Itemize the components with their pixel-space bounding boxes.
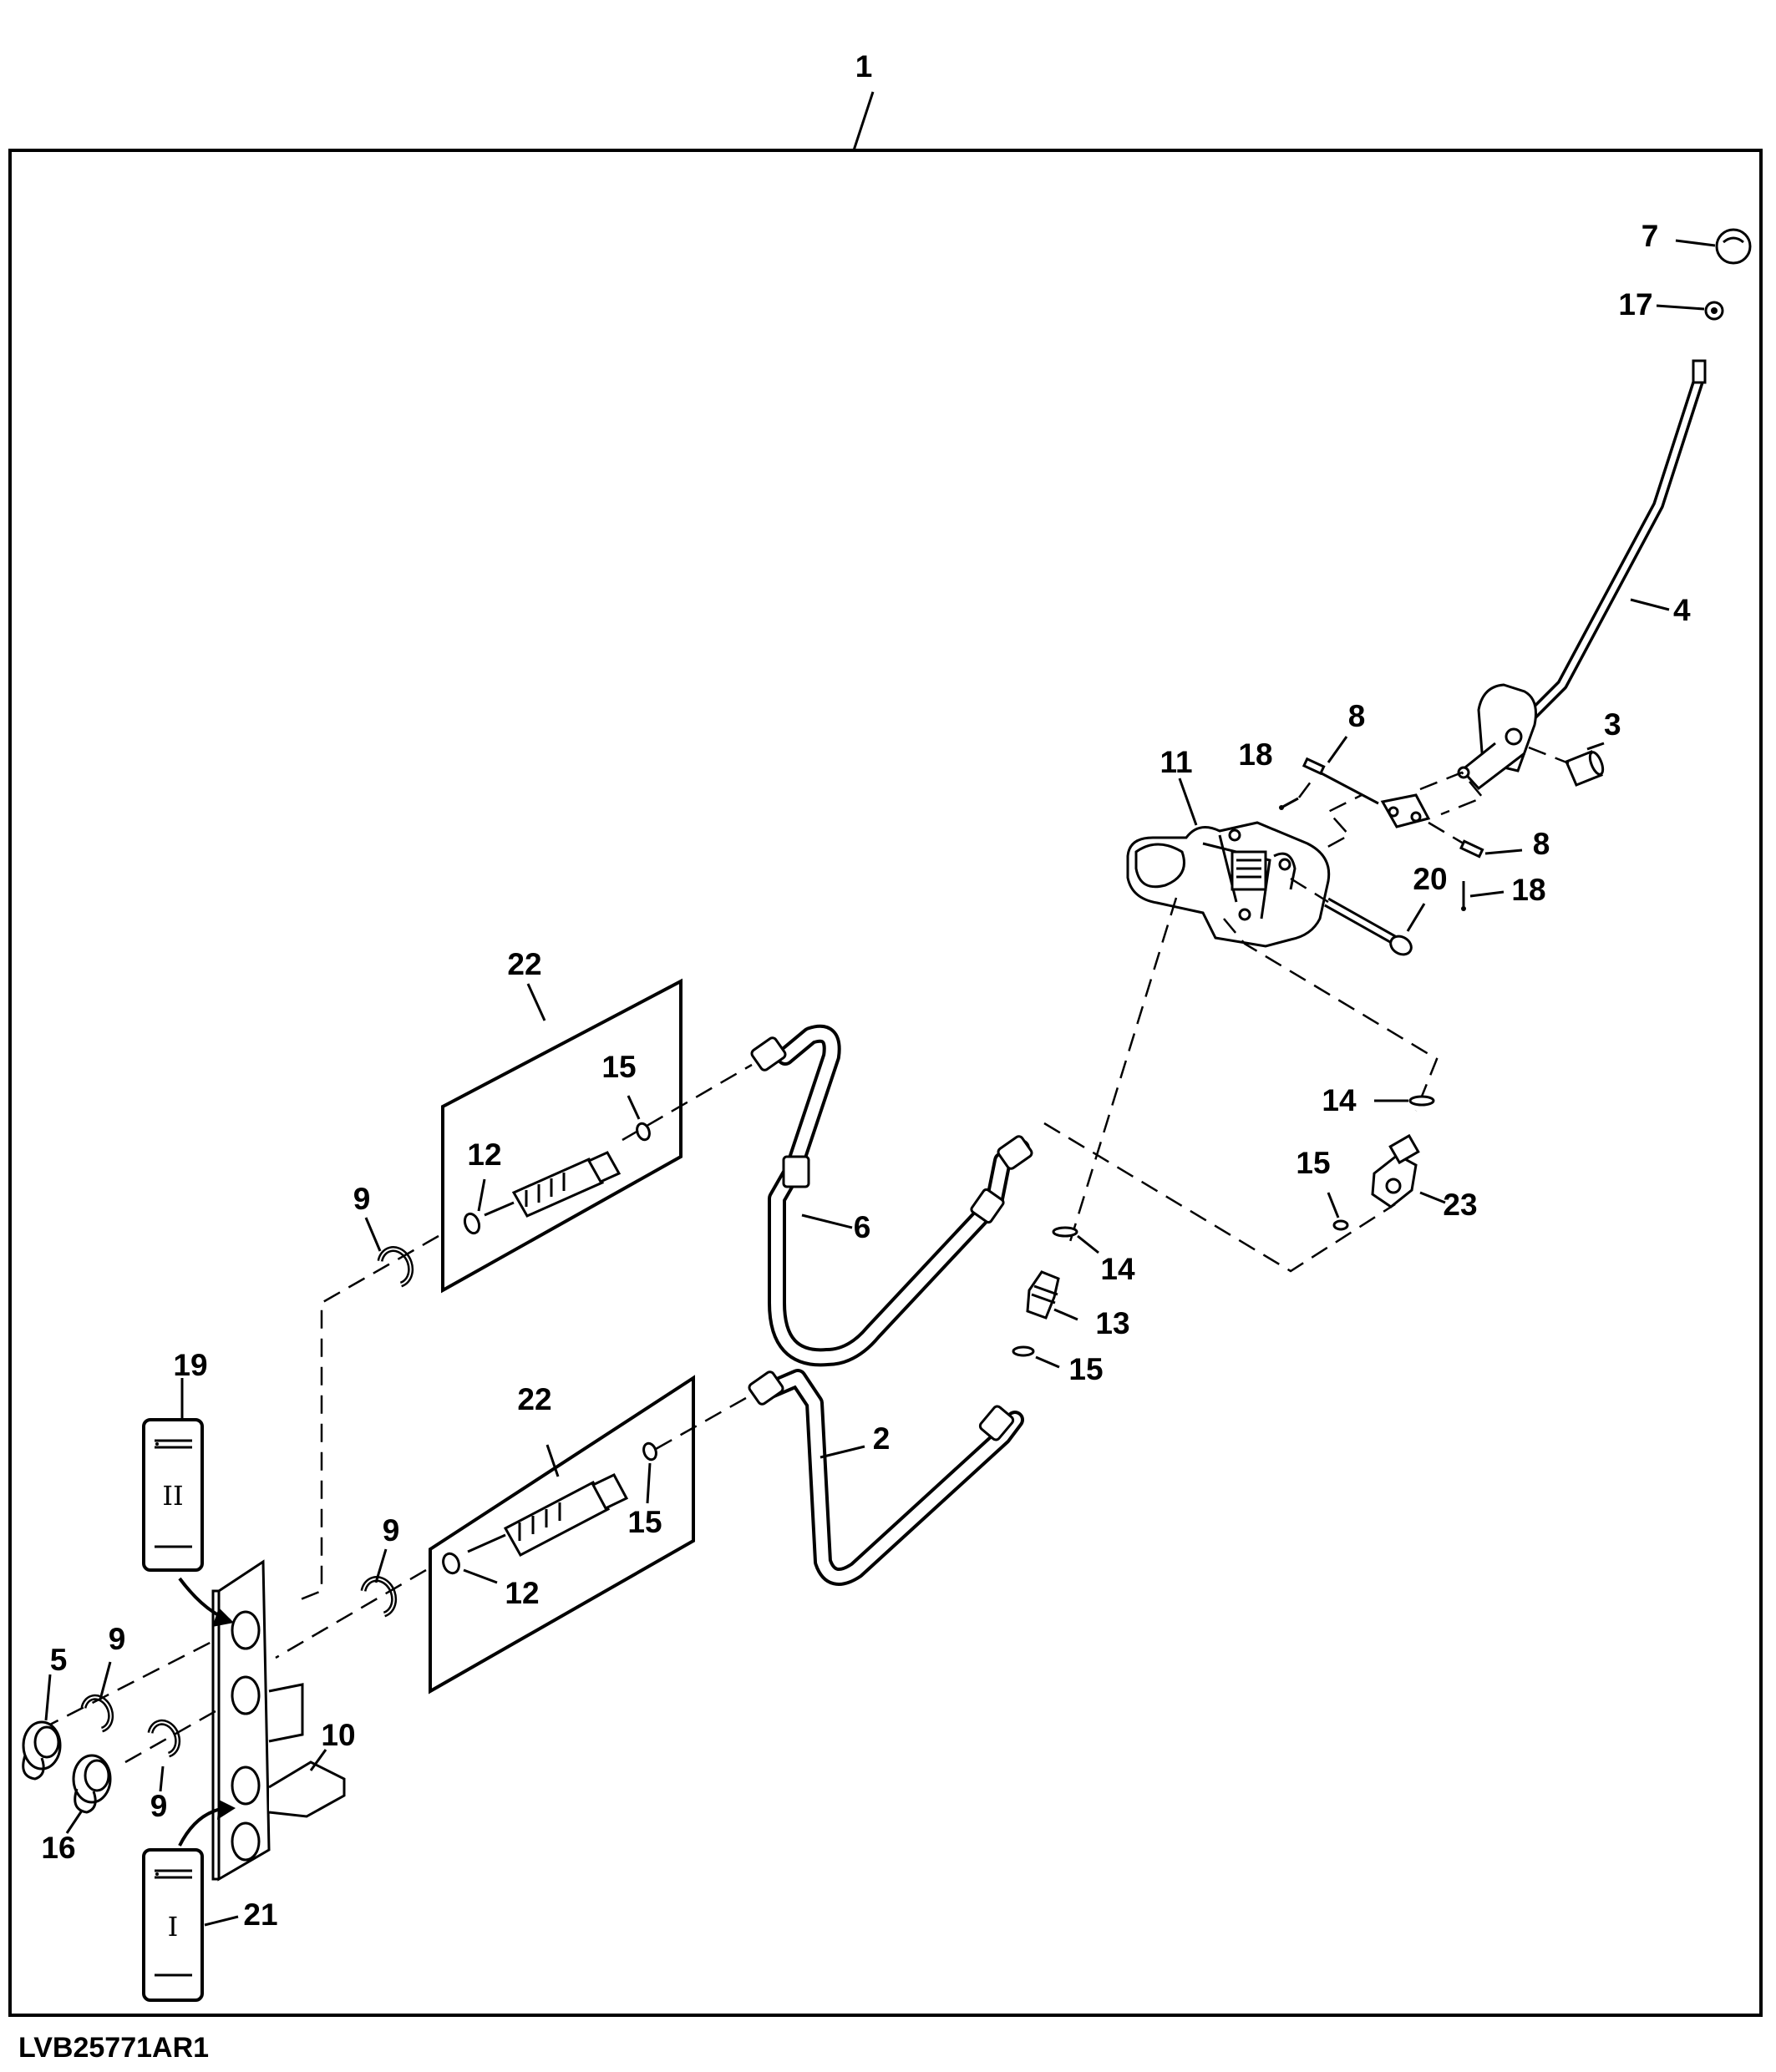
decal-19-text: II [162, 1480, 183, 1512]
callout-14-center: 14 [1100, 1252, 1135, 1286]
seal-part-12-upper [463, 1212, 481, 1235]
snap-ring-part-9-middle [360, 1576, 398, 1618]
callout-18-upper: 18 [1238, 737, 1272, 772]
dust-cap-part-16 [72, 1754, 112, 1814]
pin-part-8-upper [1302, 757, 1379, 805]
callout-13: 13 [1095, 1306, 1129, 1340]
elbow-fitting-part-23 [1371, 1133, 1420, 1208]
assembly-frame [8, 149, 1763, 2017]
cotter-pin-part-18-lower [1461, 881, 1466, 911]
decal-part-21: I [142, 1848, 204, 2002]
callout-4: 4 [1673, 593, 1691, 627]
quick-coupler-upper [484, 1151, 622, 1218]
callout-17: 17 [1618, 287, 1652, 322]
callout-9-lower: 9 [150, 1789, 168, 1823]
figure-code: LVB25771AR1 [18, 2032, 209, 2064]
seal-part-12-lower [442, 1552, 460, 1575]
nut-part-17 [1704, 301, 1724, 321]
callout-15-center: 15 [1068, 1352, 1103, 1386]
seal-part-14-right [1408, 1095, 1435, 1107]
callout-9-upper: 9 [353, 1182, 371, 1216]
snap-ring-part-9-lower [147, 1719, 181, 1758]
callout-21: 21 [243, 1897, 277, 1932]
decal-21-text: I [168, 1911, 179, 1943]
kit-box-22-lower [429, 1375, 695, 1695]
hose-part-6 [750, 1024, 1033, 1367]
lever-bracket [1457, 683, 1537, 791]
callout-8-lower: 8 [1533, 827, 1550, 861]
kit-box-22-upper [441, 978, 682, 1294]
callout-1: 1 [855, 49, 873, 84]
lever-rod-part-4 [1515, 359, 1707, 732]
callout-18-lower: 18 [1511, 873, 1545, 907]
adapter-part-13 [1026, 1270, 1060, 1320]
dust-cap-part-5 [22, 1720, 62, 1781]
seal-part-14-center [1052, 1226, 1078, 1238]
seal-part-15-center [1012, 1345, 1035, 1357]
decal-part-19: II [142, 1418, 204, 1572]
cotter-pin-part-18-upper [1279, 797, 1299, 810]
callout-9-left: 9 [109, 1622, 126, 1656]
callout-16: 16 [41, 1831, 75, 1865]
seal-part-15-right [1332, 1219, 1349, 1231]
callout-22-lower: 22 [517, 1382, 551, 1416]
bolt-part-20 [1324, 897, 1413, 956]
callout-8-upper: 8 [1348, 699, 1366, 733]
callout-11: 11 [1159, 745, 1192, 779]
callout-5: 5 [50, 1643, 68, 1677]
callout-12-upper: 12 [467, 1137, 501, 1172]
seal-part-15-lower [642, 1441, 657, 1462]
callout-3: 3 [1604, 707, 1621, 742]
callout-7: 7 [1642, 219, 1659, 253]
callout-15-upper: 15 [601, 1050, 636, 1084]
bushing-part-3 [1565, 750, 1605, 787]
coupler-bracket-part-10 [211, 1559, 346, 1882]
quick-coupler-lower [467, 1473, 629, 1558]
seal-part-15-upper [636, 1122, 651, 1142]
link-bracket [1380, 793, 1431, 828]
callout-12-lower: 12 [505, 1576, 539, 1610]
callout-15-right: 15 [1296, 1146, 1330, 1180]
callout-20: 20 [1413, 862, 1447, 896]
callout-15-lower: 15 [627, 1505, 662, 1539]
callout-9-middle: 9 [383, 1513, 400, 1548]
callout-2: 2 [873, 1421, 891, 1456]
callout-19: 19 [173, 1348, 207, 1382]
callout-14-right: 14 [1322, 1083, 1357, 1117]
pin-part-8-lower [1459, 839, 1484, 859]
control-valve-part-11 [1126, 821, 1331, 948]
knob-part-7 [1715, 228, 1752, 265]
callout-10: 10 [321, 1718, 355, 1752]
hose-part-2 [748, 1369, 1024, 1586]
callout-6: 6 [854, 1210, 871, 1244]
callout-22-upper: 22 [507, 947, 541, 981]
snap-ring-part-9-left [80, 1694, 114, 1733]
callout-23: 23 [1443, 1188, 1477, 1222]
